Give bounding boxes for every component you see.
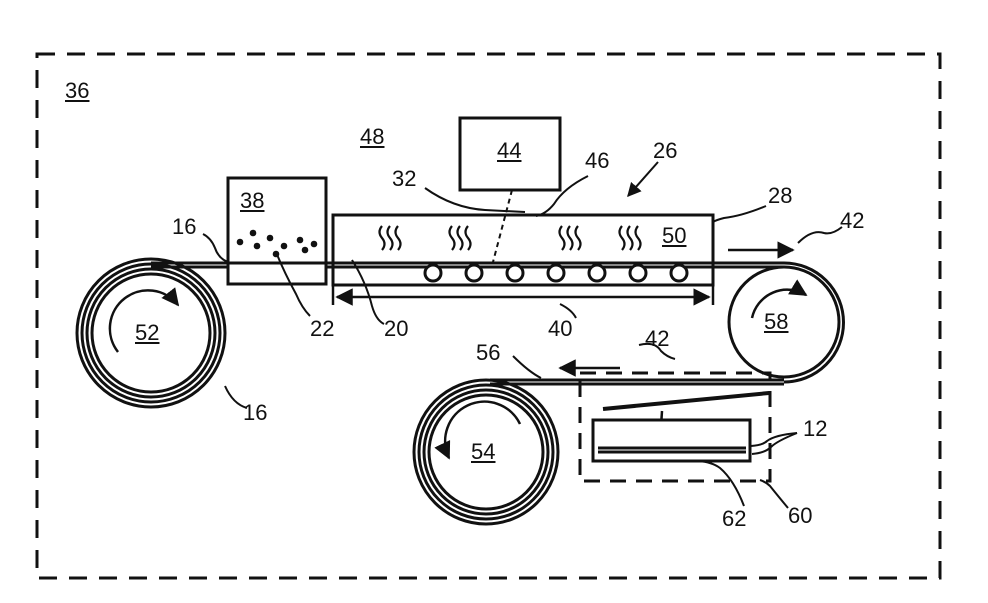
label-54: 54	[471, 441, 495, 463]
label-16-top: 16	[172, 216, 196, 238]
label-58: 58	[764, 311, 788, 333]
label-60: 60	[788, 505, 812, 527]
label-42-bottom: 42	[645, 328, 669, 350]
label-62: 62	[722, 508, 746, 530]
label-26: 26	[653, 140, 677, 162]
label-22: 22	[310, 318, 334, 340]
label-16-bottom: 16	[243, 402, 267, 424]
label-46: 46	[585, 150, 609, 172]
station-60	[580, 373, 770, 481]
heat-waves	[380, 226, 641, 250]
label-12: 12	[803, 418, 827, 440]
label-20: 20	[384, 318, 408, 340]
label-28: 28	[768, 185, 792, 207]
label-38: 38	[240, 190, 264, 212]
label-42-top: 42	[840, 210, 864, 232]
label-40: 40	[548, 318, 572, 340]
label-32: 32	[392, 168, 416, 190]
label-36: 36	[65, 80, 89, 102]
label-50: 50	[662, 225, 686, 247]
label-56: 56	[476, 342, 500, 364]
label-52: 52	[135, 322, 159, 344]
label-48: 48	[360, 126, 384, 148]
chamber-28	[333, 215, 713, 285]
label-44: 44	[497, 140, 521, 162]
